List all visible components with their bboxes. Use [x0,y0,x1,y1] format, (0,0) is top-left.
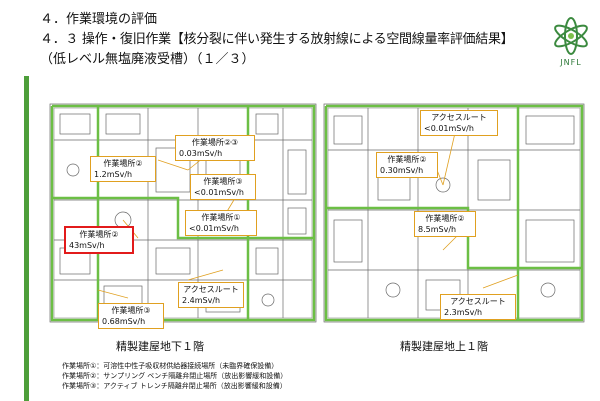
floor-plan-panel: 作業場所②③ 0.03mSv/h 作業場所② 1.2mSv/h 作業場所③ <0… [38,90,592,401]
callout-value: 1.2mSv/h [94,170,133,179]
section-title: ４．作業環境の評価 [40,12,158,27]
callout-right-access-route-b: アクセスルート 2.3mSv/h [440,294,516,320]
callout-right-work-area-2b: 作業場所② 8.5mSv/h [414,211,476,237]
callout-left-work-area-1: 作業場所① <0.01mSv/h [185,210,257,236]
callout-left-work-area-2a: 作業場所② 1.2mSv/h [90,156,156,182]
callout-title: アクセスルート [431,113,487,122]
logo-text: JNFL [560,58,582,67]
header: ４．作業環境の評価 ４．３ 操作・復旧作業【核分裂に伴い発生する放射線による空間… [0,0,600,74]
legend-item: 作業場所③：アクティブ トレンチ隔離弁閉止場所（放出影響緩和設備） [62,382,287,390]
callout-value: <0.01mSv/h [424,124,474,133]
callout-value: 0.03mSv/h [179,149,223,158]
callout-left-work-area-3b: 作業場所③ 0.68mSv/h [98,303,164,329]
callout-right-access-route-a: アクセスルート <0.01mSv/h [420,110,498,136]
logo-mark-icon [554,17,588,55]
slide-title: ４．３ 操作・復旧作業【核分裂に伴い発生する放射線による空間線量率評価結果】 [40,32,514,47]
legend-item: 作業場所①：可溶性中性子吸収材供給器接続場所（未臨界確保設備） [62,362,279,370]
callout-left-work-area-2-highlight: 作業場所② 43mSv/h [64,226,134,254]
legend: 作業場所①：可溶性中性子吸収材供給器接続場所（未臨界確保設備） 作業場所②：サン… [62,361,287,391]
jnfl-logo: JNFL [548,14,594,70]
callout-title: アクセスルート [450,297,506,306]
accent-bar [24,76,29,401]
callout-value: 8.5mSv/h [418,225,457,234]
callout-value: <0.01mSv/h [194,188,244,197]
floor-plans-drawing [49,103,585,323]
callout-value: 43mSv/h [69,241,105,250]
callout-value: 2.4mSv/h [182,296,221,305]
callout-title: 作業場所② [79,230,119,239]
left-floor-caption: 精製建屋地下１階 [116,340,204,353]
legend-item: 作業場所②：サンプリング ベンチ隔離弁閉止場所（放出影響緩和設備） [62,372,288,380]
right-floor-caption: 精製建屋地上１階 [400,340,488,353]
callout-left-work-area-3a: 作業場所③ <0.01mSv/h [190,174,256,200]
callout-left-work-area-23: 作業場所②③ 0.03mSv/h [175,135,255,161]
callout-title: 作業場所① [201,213,241,222]
callout-left-access-route: アクセスルート 2.4mSv/h [178,282,244,308]
callout-title: アクセスルート [183,285,239,294]
callout-value: 2.3mSv/h [444,308,483,317]
callout-value: 0.68mSv/h [102,317,146,326]
callout-right-work-area-2a: 作業場所② 0.30mSv/h [376,152,438,178]
callout-title: 作業場所② [425,214,465,223]
callout-value: 0.30mSv/h [380,166,424,175]
callout-title: 作業場所② [103,159,143,168]
access-routes [50,104,584,322]
callout-title: 作業場所② [387,155,427,164]
callout-title: 作業場所③ [111,306,151,315]
callout-title: 作業場所②③ [191,138,239,147]
slide-subtitle: （低レベル無塩廃液受槽）（１／３） [40,52,255,67]
callout-title: 作業場所③ [203,177,243,186]
callout-value: <0.01mSv/h [189,224,239,233]
